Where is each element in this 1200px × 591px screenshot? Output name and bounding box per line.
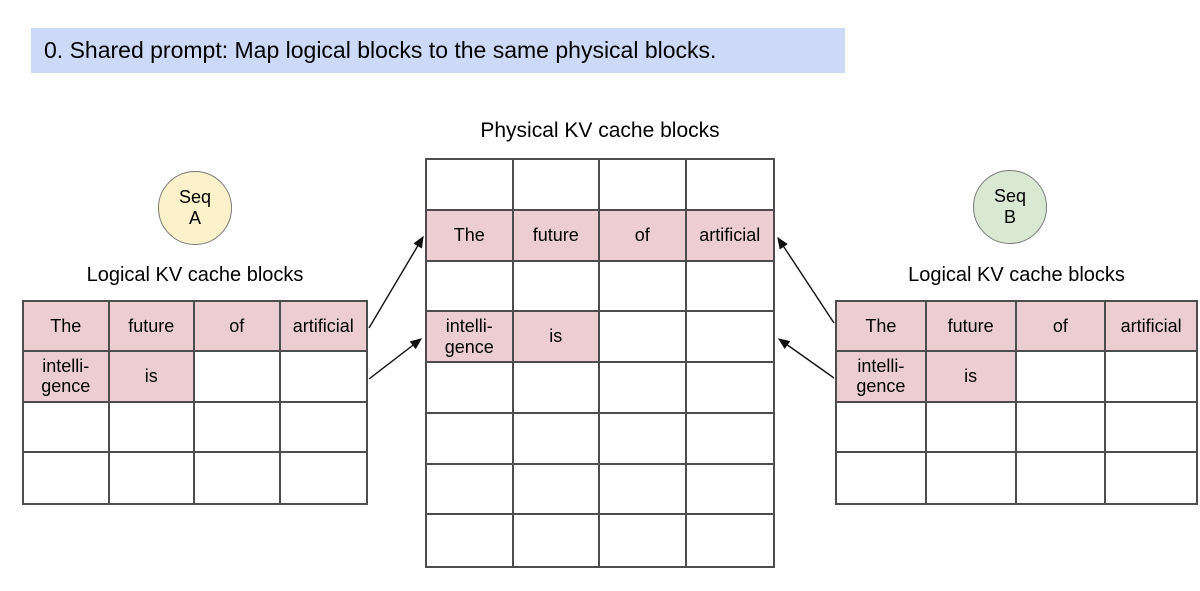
kv-cell [1106, 453, 1196, 503]
kv-cell [427, 261, 514, 313]
kv-cell [514, 515, 600, 566]
kv-cell [837, 452, 927, 503]
seq-a-badge: Seq A [158, 171, 232, 245]
kv-cell [110, 452, 195, 503]
seq-b-badge: Seq B [973, 170, 1047, 244]
kv-cell: is [926, 352, 1017, 403]
kv-cell: The [427, 210, 514, 262]
kv-cell [427, 160, 514, 211]
kv-cell [926, 402, 1017, 453]
kv-cell [427, 464, 514, 516]
kv-cell [927, 452, 1017, 503]
kv-cell [600, 413, 687, 465]
seq-b-label-line2: B [1003, 207, 1016, 227]
kv-cell: is [513, 312, 600, 363]
kv-cell: of [195, 302, 281, 353]
kv-cell [686, 160, 773, 211]
kv-cell [600, 312, 687, 363]
kv-cell [195, 352, 281, 403]
kv-cell: artificial [280, 302, 366, 353]
kv-cell [600, 160, 687, 211]
kv-cell: intelli- gence [24, 352, 110, 403]
kv-cell [686, 414, 773, 465]
seq-a-label-line2: A [188, 208, 201, 228]
kv-cell [600, 515, 687, 566]
logical-a-title: Logical KV cache blocks [86, 264, 304, 286]
kv-cell [195, 452, 281, 503]
kv-cell [1016, 352, 1107, 403]
kv-cell [24, 402, 110, 453]
kv-cell [513, 413, 600, 465]
kv-cell [195, 402, 281, 453]
logical-b-title: Logical KV cache blocks [908, 264, 1125, 286]
kv-cell: future [926, 302, 1017, 353]
kv-cell [1017, 452, 1107, 503]
seq-b-label-line1: Seq [993, 186, 1027, 207]
title-banner-text: 0. Shared prompt: Map logical blocks to … [44, 37, 717, 63]
kv-cell: future [109, 302, 195, 353]
kv-cell [24, 452, 110, 503]
kv-cell: intelli- gence [427, 312, 514, 363]
kv-cell [687, 515, 774, 566]
kv-cell: artificial [686, 210, 773, 262]
kv-cell [281, 453, 367, 503]
arrow-seqa-block1 [368, 338, 423, 380]
kv-cell [686, 465, 773, 516]
kv-cell: of [1016, 302, 1107, 353]
kv-cell: future [513, 210, 600, 262]
kv-cell: is [109, 352, 195, 403]
arrow-seqa-block0 [368, 235, 424, 329]
title-banner: 0. Shared prompt: Map logical blocks to … [31, 28, 845, 73]
kv-cell [686, 262, 773, 313]
kv-cell [513, 464, 600, 516]
kv-cell [427, 363, 514, 414]
kv-cell [109, 402, 195, 453]
kv-cell [600, 261, 687, 313]
kv-cell [837, 402, 927, 453]
kv-cell [280, 403, 366, 453]
kv-cell [600, 363, 687, 414]
arrow-seqb-block1 [777, 338, 835, 379]
arrow-seqb-block0 [777, 236, 835, 324]
kv-cell [427, 515, 514, 566]
kv-cell: The [837, 302, 927, 353]
kv-cell: artificial [1106, 302, 1196, 353]
kv-cell: The [24, 302, 110, 353]
kv-cell: of [600, 210, 687, 262]
kv-cell [1106, 352, 1196, 403]
kv-cell [600, 464, 687, 516]
kv-cell: intelli- gence [837, 352, 927, 403]
kv-cell [1106, 403, 1196, 453]
kv-cell [1016, 402, 1107, 453]
kv-cell [280, 352, 366, 403]
kv-cell [513, 160, 600, 211]
physical-table-title: Physical KV cache blocks [480, 119, 720, 142]
kv-cell [513, 363, 600, 414]
seq-a-label-line1: Seq [178, 187, 212, 208]
kv-cell [427, 413, 514, 465]
kv-cell [513, 261, 600, 313]
kv-cell [686, 312, 773, 363]
kv-cell [686, 363, 773, 414]
